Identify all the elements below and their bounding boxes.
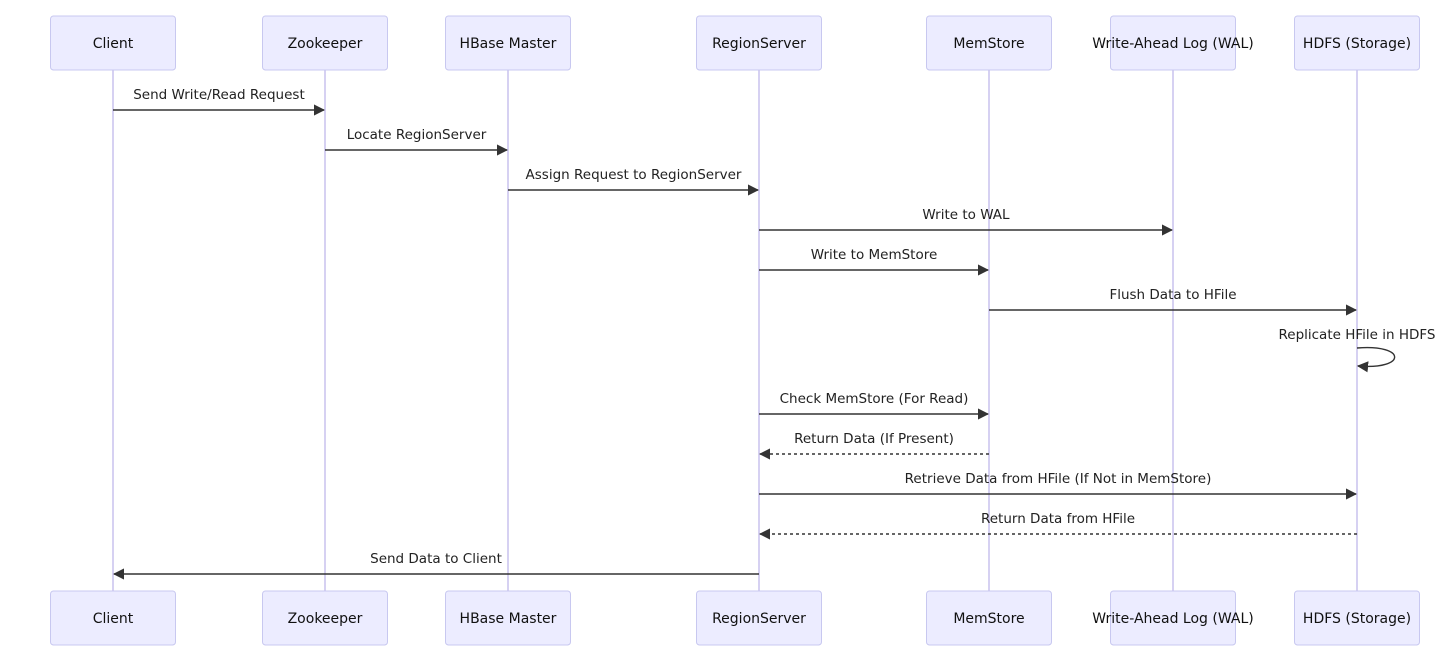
actor-label: RegionServer [712,611,806,627]
actor-box [445,15,571,71]
actor-regionserver-top: RegionServer [696,15,822,71]
actor-box [926,590,1052,646]
actor-label: MemStore [953,611,1024,627]
message-label: Replicate HFile in HDFS [1278,327,1435,343]
actor-label: Write-Ahead Log (WAL) [1092,611,1254,627]
actor-hbase_master-top: HBase Master [445,15,571,71]
actor-box [926,15,1052,71]
lifelines-group [112,70,1358,591]
message-1: Send Write/Read Request [113,87,326,116]
actor-box [1110,15,1236,71]
message-11: Return Data from HFile [758,511,1357,540]
message-label: Flush Data to HFile [1109,287,1236,303]
actor-box [696,590,822,646]
message-label: Return Data (If Present) [794,431,954,447]
actor-box [50,15,176,71]
message-3: Assign Request to RegionServer [508,167,760,196]
message-arrow [1356,346,1396,373]
actor-memstore-top: MemStore [926,15,1052,71]
actor-zookeeper-top: Zookeeper [262,15,388,71]
message-label: Send Write/Read Request [133,87,305,103]
message-8: Check MemStore (For Read) [759,391,990,420]
actor-label: Client [93,36,134,52]
message-label: Assign Request to RegionServer [526,167,742,183]
actor-label: HDFS (Storage) [1303,36,1411,52]
actor-box [696,15,822,71]
actor-label: Client [93,611,134,627]
actor-zookeeper-bottom: Zookeeper [262,590,388,646]
actor-label: MemStore [953,36,1024,52]
actor-wal-top: Write-Ahead Log (WAL) [1092,15,1254,71]
message-label: Send Data to Client [370,551,502,567]
actor-label: Zookeeper [288,36,363,52]
actor-box [1110,590,1236,646]
actor-box [50,590,176,646]
message-12: Send Data to Client [112,551,759,580]
actor-box [262,15,388,71]
message-6: Flush Data to HFile [989,287,1358,316]
actor-box [262,590,388,646]
actor-label: HBase Master [460,36,557,52]
actor-box [445,590,571,646]
actors-top-row: Client Zookeeper HBase Master RegionServer M… [50,15,1420,71]
actor-label: RegionServer [712,36,806,52]
actor-hbase_master-bottom: HBase Master [445,590,571,646]
actor-client-bottom: Client [50,590,176,646]
actor-regionserver-bottom: RegionServer [696,590,822,646]
actor-memstore-bottom: MemStore [926,590,1052,646]
actor-client-top: Client [50,15,176,71]
actor-label: HBase Master [460,611,557,627]
message-label: Check MemStore (For Read) [780,391,969,407]
message-label: Return Data from HFile [981,511,1135,527]
message-4: Write to WAL [759,207,1174,236]
message-2: Locate RegionServer [325,127,509,156]
actor-box [1294,15,1420,71]
message-5: Write to MemStore [759,247,990,276]
actor-label: HDFS (Storage) [1303,611,1411,627]
actor-label: Write-Ahead Log (WAL) [1092,36,1254,52]
message-7: Replicate HFile in HDFS [1278,327,1436,373]
message-label: Write to WAL [922,207,1010,223]
actors-bottom-row: Client Zookeeper HBase Master RegionServer M… [50,590,1420,646]
message-label: Retrieve Data from HFile (If Not in MemS… [905,471,1212,487]
message-label: Write to MemStore [811,247,938,263]
message-10: Retrieve Data from HFile (If Not in MemS… [759,471,1358,500]
actor-label: Zookeeper [288,611,363,627]
actor-hdfs-bottom: HDFS (Storage) [1294,590,1420,646]
actor-hdfs-top: HDFS (Storage) [1294,15,1420,71]
message-label: Locate RegionServer [347,127,487,143]
actor-box [1294,590,1420,646]
message-9: Return Data (If Present) [758,431,989,460]
actor-wal-bottom: Write-Ahead Log (WAL) [1092,590,1254,646]
